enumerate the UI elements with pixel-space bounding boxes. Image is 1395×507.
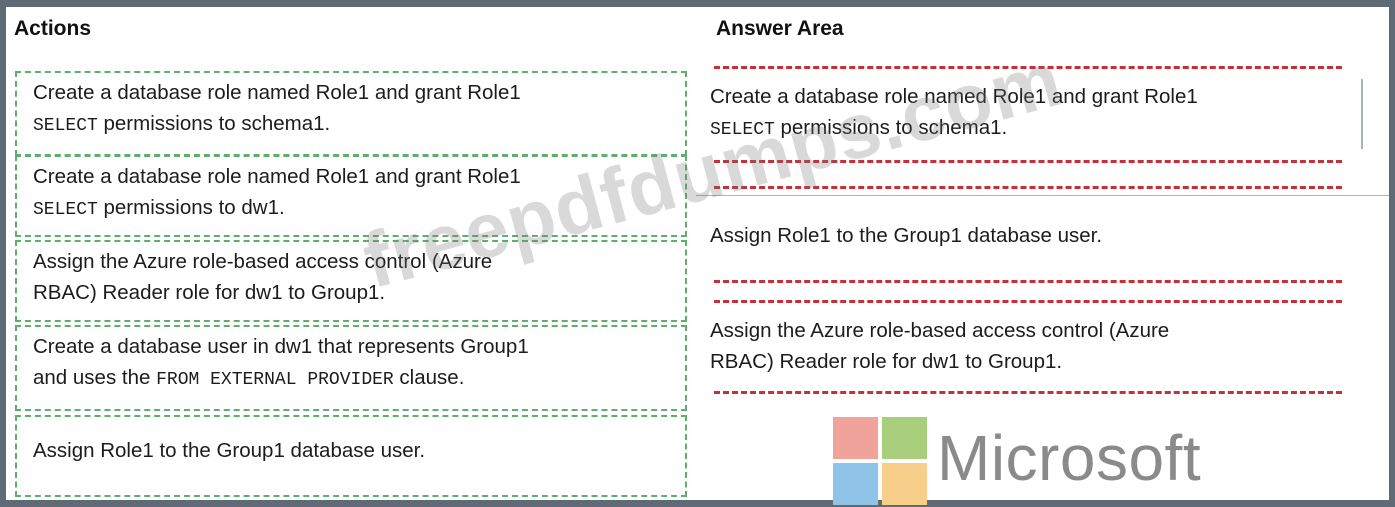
action-item-line: Assign Role1 to the Group1 database user… bbox=[33, 439, 426, 462]
action-item-line: SELECT permissions to schema1. bbox=[33, 108, 677, 142]
answer-slot-3[interactable]: Assign the Azure role-based access contr… bbox=[710, 315, 1169, 377]
action-item-create-role-schema1[interactable]: Create a database role named Role1 and g… bbox=[15, 71, 687, 156]
code-text: FROM EXTERNAL PROVIDER bbox=[156, 370, 394, 390]
code-text: SELECT bbox=[710, 120, 775, 140]
drag-drop-frame: Actions Answer Area Create a database ro… bbox=[6, 7, 1389, 505]
actions-heading: Actions bbox=[14, 17, 92, 40]
action-item-line: Create a database role named Role1 and g… bbox=[33, 165, 521, 188]
logo-square-blue bbox=[833, 463, 878, 505]
logo-square-red bbox=[833, 417, 878, 459]
action-item-line: SELECT permissions to dw1. bbox=[33, 192, 677, 226]
logo-square-yellow bbox=[882, 463, 927, 505]
action-item-create-role-dw1[interactable]: Create a database role named Role1 and g… bbox=[15, 155, 687, 237]
slot-border-top bbox=[714, 66, 1342, 69]
slot-border bbox=[714, 160, 1342, 163]
action-item-line: Create a database user in dw1 that repre… bbox=[33, 335, 529, 358]
answer-slot-1[interactable]: Create a database role named Role1 and g… bbox=[710, 81, 1198, 146]
microsoft-logo: Microsoft bbox=[833, 417, 1253, 507]
action-item-line: Create a database role named Role1 and g… bbox=[33, 81, 521, 104]
action-item-line: and uses the FROM EXTERNAL PROVIDER clau… bbox=[33, 362, 677, 396]
slot-border bbox=[714, 280, 1342, 283]
action-item-line: RBAC) Reader role for dw1 to Group1. bbox=[33, 281, 386, 304]
action-item-assign-rbac-reader[interactable]: Assign the Azure role-based access contr… bbox=[15, 240, 687, 322]
answer-slot-line: Assign the Azure role-based access contr… bbox=[710, 319, 1170, 342]
divider-line bbox=[696, 195, 1389, 196]
action-item-text: permissions to schema1. bbox=[97, 112, 331, 135]
action-item-text: clause. bbox=[393, 366, 465, 389]
answer-area-heading: Answer Area bbox=[716, 17, 844, 40]
answer-slot-line: RBAC) Reader role for dw1 to Group1. bbox=[710, 350, 1063, 373]
answer-slot-line: Assign Role1 to the Group1 database user… bbox=[710, 224, 1103, 247]
action-item-text: and uses the bbox=[33, 366, 157, 389]
answer-slot-line: Create a database role named Role1 and g… bbox=[710, 85, 1198, 108]
answer-slot-text: permissions to schema1. bbox=[774, 116, 1008, 139]
action-item-assign-role1[interactable]: Assign Role1 to the Group1 database user… bbox=[15, 415, 687, 497]
logo-wordmark: Microsoft bbox=[937, 422, 1202, 494]
action-item-create-db-user[interactable]: Create a database user in dw1 that repre… bbox=[15, 325, 687, 411]
action-item-text: permissions to dw1. bbox=[97, 196, 285, 219]
answer-slot-line: SELECT permissions to schema1. bbox=[710, 112, 1198, 146]
slot-scrollbar[interactable] bbox=[1361, 79, 1363, 149]
answer-slot-2[interactable]: Assign Role1 to the Group1 database user… bbox=[710, 220, 1102, 251]
code-text: SELECT bbox=[33, 116, 98, 136]
action-item-line: Assign the Azure role-based access contr… bbox=[33, 250, 493, 273]
slot-border bbox=[714, 186, 1342, 189]
slot-border-bottom bbox=[714, 391, 1342, 394]
slot-border bbox=[714, 300, 1342, 303]
code-text: SELECT bbox=[33, 200, 98, 220]
logo-square-green bbox=[882, 417, 927, 459]
